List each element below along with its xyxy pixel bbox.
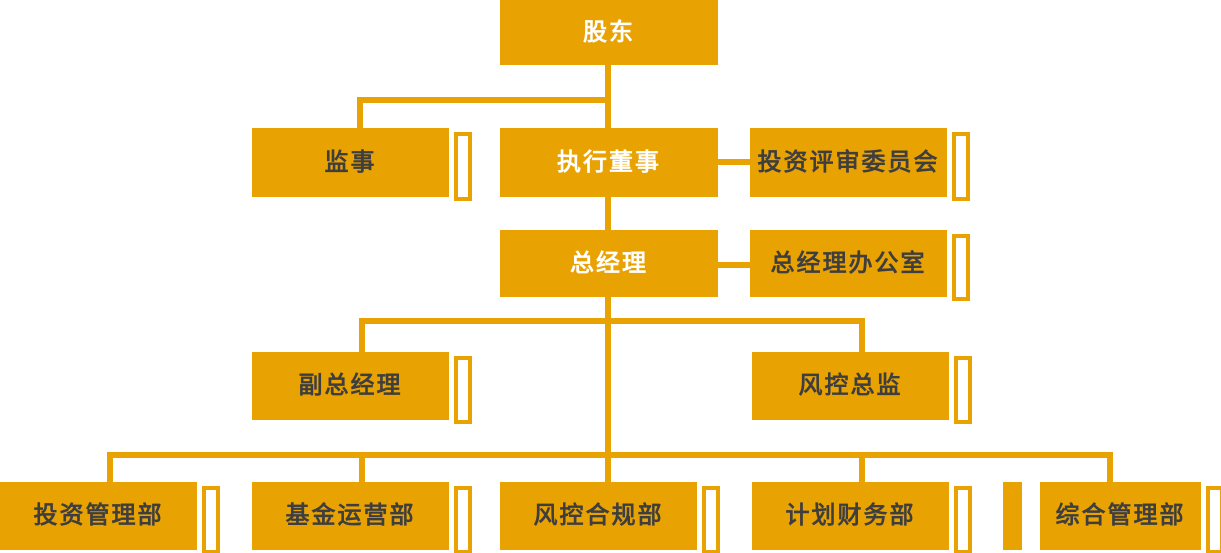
org-node-label: 股东 [500,0,718,65]
org-node-planning-finance-dept: 计划财务部 [752,482,972,553]
stripe-decoration [702,486,720,553]
org-node-deputy-gm: 副总经理 [252,352,472,424]
org-node-investment-review-committee: 投资评审委员会 [750,128,970,201]
org-node-general-management-dept: 综合管理部 [1003,482,1221,553]
org-node-risk-compliance-dept: 风控合规部 [500,482,720,553]
org-node-label: 基金运营部 [252,482,449,550]
connector-to-general-mgmt [1107,452,1113,482]
org-node-label: 投资管理部 [0,482,197,550]
org-node-label: 总经理办公室 [750,230,947,297]
connector-to-deputy-gm [359,318,365,352]
org-node-label: 投资评审委员会 [750,128,947,197]
org-node-general-manager: 总经理 [500,230,718,297]
stripe-decoration-left [1003,482,1022,550]
stripe-decoration [954,356,972,424]
stripe-decoration [454,356,472,424]
stripe-decoration [952,234,970,301]
connector-gm-to-office [716,262,752,268]
connector-exec-to-committee [716,159,752,165]
connector-to-investment-mgmt [107,452,113,482]
org-node-executive-director: 执行董事 [500,128,718,197]
stripe-decoration [202,486,220,553]
connector-to-risk-compliance [605,452,611,482]
connector-to-fund-operations [359,452,365,482]
connector-shareholders-trunk [605,63,611,103]
connector-to-executive-director [605,97,611,128]
org-node-label: 计划财务部 [752,482,949,550]
org-node-label: 综合管理部 [1040,482,1201,550]
org-node-shareholders: 股东 [500,0,718,65]
connector-row2-horizontal [357,97,611,103]
org-node-label: 执行董事 [500,128,718,197]
connector-exec-to-gm [605,196,611,230]
org-node-risk-control-director: 风控总监 [752,352,972,424]
stripe-decoration [952,132,970,201]
org-node-gm-office: 总经理办公室 [750,230,970,301]
org-node-supervisor: 监事 [252,128,472,201]
stripe-decoration [454,132,472,201]
org-node-fund-operations-dept: 基金运营部 [252,482,472,553]
stripe-decoration [954,486,972,553]
connector-to-planning-finance [859,452,865,482]
org-node-label: 风控合规部 [500,482,697,550]
connector-to-risk-director [859,318,865,352]
connector-row4-horizontal [359,318,865,324]
org-node-label: 监事 [252,128,449,197]
connector-gm-trunk [605,296,611,458]
org-node-investment-management-dept: 投资管理部 [0,482,220,553]
org-node-label: 风控总监 [752,352,949,420]
stripe-decoration [1206,486,1221,553]
connector-to-supervisor [357,97,363,128]
org-node-label: 总经理 [500,230,718,297]
org-node-label: 副总经理 [252,352,449,420]
stripe-decoration [454,486,472,553]
